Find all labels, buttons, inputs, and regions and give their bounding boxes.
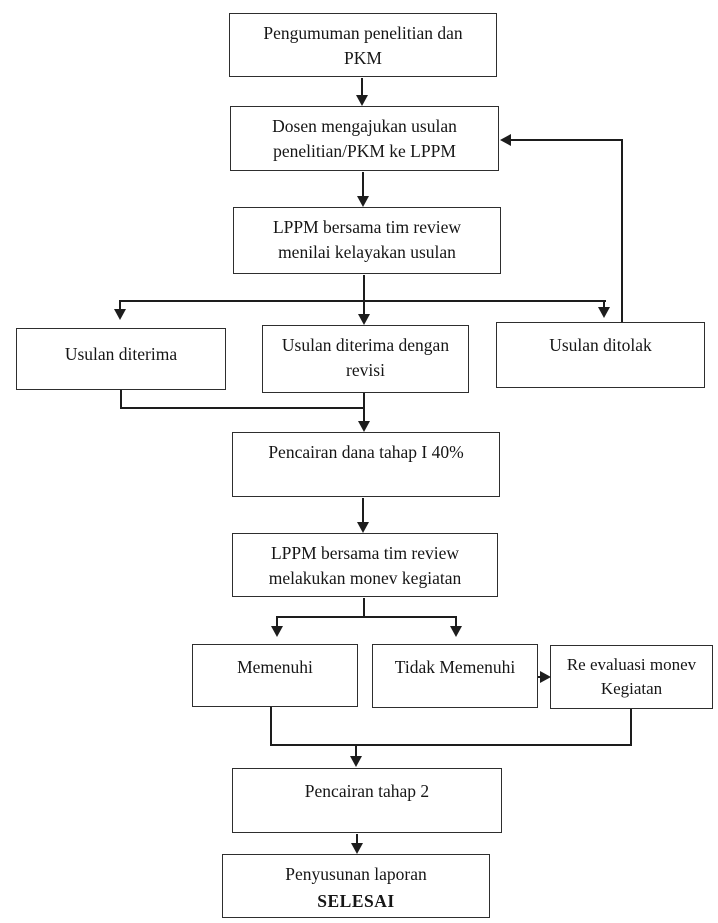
branch-menilai-horizontal-line bbox=[119, 300, 606, 302]
node-memenuhi: Memenuhi bbox=[192, 644, 358, 707]
elbow-diterima-down-line bbox=[120, 390, 122, 409]
arrow-to-tidak-memenuhi-head bbox=[450, 626, 462, 637]
node-label: LPPM bersama tim review melakukan monev … bbox=[268, 543, 462, 588]
node-label: Usulan diterima dengan revisi bbox=[281, 335, 450, 380]
arrow-to-usulan-revisi-head bbox=[358, 314, 370, 325]
node-label: Dosen mengajukan usulan penelitian/PKM k… bbox=[272, 116, 457, 161]
branch-right-stub-line bbox=[603, 300, 605, 308]
arrow-pengumuman-to-dosen-head bbox=[356, 95, 368, 106]
elbow-reevaluasi-down-line bbox=[630, 709, 632, 746]
node-lppm-monev: LPPM bersama tim review melakukan monev … bbox=[232, 533, 498, 597]
merge-monev-horizontal-line bbox=[270, 744, 632, 746]
node-usulan-ditolak: Usulan ditolak bbox=[496, 322, 705, 388]
branch-monev-horizontal-line bbox=[276, 616, 457, 618]
node-label: Tidak Memenuhi bbox=[394, 657, 516, 677]
arrow-to-pencairan2-head bbox=[350, 756, 362, 767]
branch-monev-left-stub-line bbox=[276, 616, 278, 627]
node-label: Pencairan tahap 2 bbox=[304, 781, 430, 801]
elbow-memenuhi-down-line bbox=[270, 707, 272, 746]
branch-left-stub-line bbox=[119, 300, 121, 310]
node-pencairan-tahap-1: Pencairan dana tahap I 40% bbox=[232, 432, 500, 497]
branch-menilai-stem-line bbox=[363, 275, 365, 315]
branch-monev-right-stub-line bbox=[455, 616, 457, 627]
arrow-revisi-to-pencairan1-line bbox=[363, 393, 365, 422]
node-pencairan-tahap-2: Pencairan tahap 2 bbox=[232, 768, 502, 833]
arrow-feedback-to-dosen-head bbox=[500, 134, 511, 146]
arrow-pencairan2-to-laporan-line bbox=[356, 834, 358, 844]
arrow-to-pencairan1-head bbox=[358, 421, 370, 432]
node-label: Pengumuman penelitian dan PKM bbox=[263, 23, 463, 68]
node-label: LPPM bersama tim review menilai kelayaka… bbox=[272, 217, 462, 262]
arrow-to-usulan-diterima-head bbox=[114, 309, 126, 320]
elbow-diterima-horizontal-line bbox=[120, 407, 365, 409]
arrow-pencairan1-to-monev-head bbox=[357, 522, 369, 533]
node-tidak-memenuhi: Tidak Memenuhi bbox=[372, 644, 538, 708]
arrow-to-memenuhi-head bbox=[271, 626, 283, 637]
feedback-ditolak-horizontal-line bbox=[509, 139, 623, 141]
node-label: Usulan ditolak bbox=[549, 335, 652, 355]
arrow-to-reevaluasi-head bbox=[540, 671, 551, 683]
node-label: Penyusunan laporan bbox=[285, 864, 427, 884]
arrow-pencairan2-to-laporan-head bbox=[351, 843, 363, 854]
node-re-evaluasi: Re evaluasi monev Kegiatan bbox=[550, 645, 713, 709]
node-label: Usulan diterima bbox=[64, 344, 178, 364]
node-label: Memenuhi bbox=[237, 657, 313, 677]
node-usulan-diterima: Usulan diterima bbox=[16, 328, 226, 390]
node-label: Re evaluasi monev Kegiatan bbox=[566, 655, 697, 699]
node-penyusunan-laporan: Penyusunan laporan SELESAI bbox=[222, 854, 490, 918]
node-pengumuman: Pengumuman penelitian dan PKM bbox=[229, 13, 497, 77]
arrow-to-pencairan2-line bbox=[355, 744, 357, 757]
node-dosen-mengajukan: Dosen mengajukan usulan penelitian/PKM k… bbox=[230, 106, 499, 171]
node-label-selesai: SELESAI bbox=[317, 890, 395, 911]
branch-monev-stem-line bbox=[363, 598, 365, 618]
feedback-ditolak-vertical-line bbox=[621, 140, 623, 322]
arrow-dosen-to-menilai-head bbox=[357, 196, 369, 207]
node-label: Pencairan dana tahap I 40% bbox=[268, 442, 464, 462]
node-lppm-menilai: LPPM bersama tim review menilai kelayaka… bbox=[233, 207, 501, 274]
arrow-pencairan1-to-monev-line bbox=[362, 498, 364, 523]
arrow-to-usulan-ditolak-head bbox=[598, 307, 610, 318]
arrow-dosen-to-menilai-line bbox=[362, 172, 364, 197]
arrow-pengumuman-to-dosen-line bbox=[361, 78, 363, 96]
node-usulan-revisi: Usulan diterima dengan revisi bbox=[262, 325, 469, 393]
